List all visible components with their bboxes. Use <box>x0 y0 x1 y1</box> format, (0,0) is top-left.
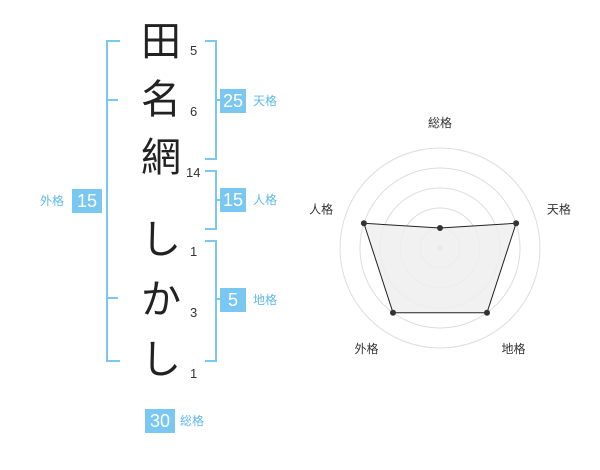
radar-grid-ring <box>339 147 541 349</box>
jinkaku-label: 人格 <box>253 193 278 207</box>
stroke-count-3: 14 <box>186 165 201 180</box>
gaikaku-tick-lower <box>106 297 118 299</box>
radar-axis-label: 天格 <box>547 201 571 216</box>
name-char-2: 名 <box>141 77 181 123</box>
gaikaku-tick-upper <box>106 99 118 101</box>
chikaku-connector <box>215 298 222 300</box>
tenkaku-label: 天格 <box>253 94 278 108</box>
stroke-count-5: 3 <box>190 305 198 320</box>
stroke-count-1: 5 <box>190 43 198 58</box>
gaikaku-value-badge: 15 <box>72 189 102 213</box>
chikaku-value-badge: 5 <box>220 288 246 312</box>
radar-data-point <box>484 309 490 316</box>
name-char-5: か <box>141 277 181 323</box>
gaikaku-bracket <box>106 40 120 362</box>
radar-data-point <box>360 220 367 227</box>
stroke-count-4: 1 <box>190 244 198 259</box>
tenkaku-value-badge: 25 <box>220 89 246 113</box>
stroke-count-2: 6 <box>190 104 198 119</box>
radar-data-point <box>390 309 396 316</box>
radar-data-area <box>363 222 517 314</box>
name-char-6: し <box>141 337 181 383</box>
jinkaku-value-badge: 15 <box>220 188 246 212</box>
radar-axis-label: 人格 <box>309 201 333 216</box>
radar-axis-label: 外格 <box>354 341 378 356</box>
radar-grid-ring <box>359 167 521 329</box>
name-char-1: 田 <box>141 19 181 65</box>
radar-data-point <box>437 225 443 231</box>
soukaku-label: 総格 <box>180 414 205 428</box>
stroke-count-6: 1 <box>190 366 198 381</box>
soukaku-value-badge: 30 <box>145 409 175 433</box>
name-char-4: し <box>141 217 181 263</box>
radar-axis-label: 地格 <box>501 341 525 356</box>
radar-axis-label: 総格 <box>428 115 452 130</box>
radar-data-point <box>513 220 520 227</box>
name-char-3: 網 <box>141 135 181 181</box>
chikaku-bracket <box>205 240 217 362</box>
gaikaku-label: 外格 <box>40 194 65 208</box>
tenkaku-connector <box>215 99 222 101</box>
chikaku-label: 地格 <box>253 293 278 307</box>
jinkaku-connector <box>215 199 222 201</box>
